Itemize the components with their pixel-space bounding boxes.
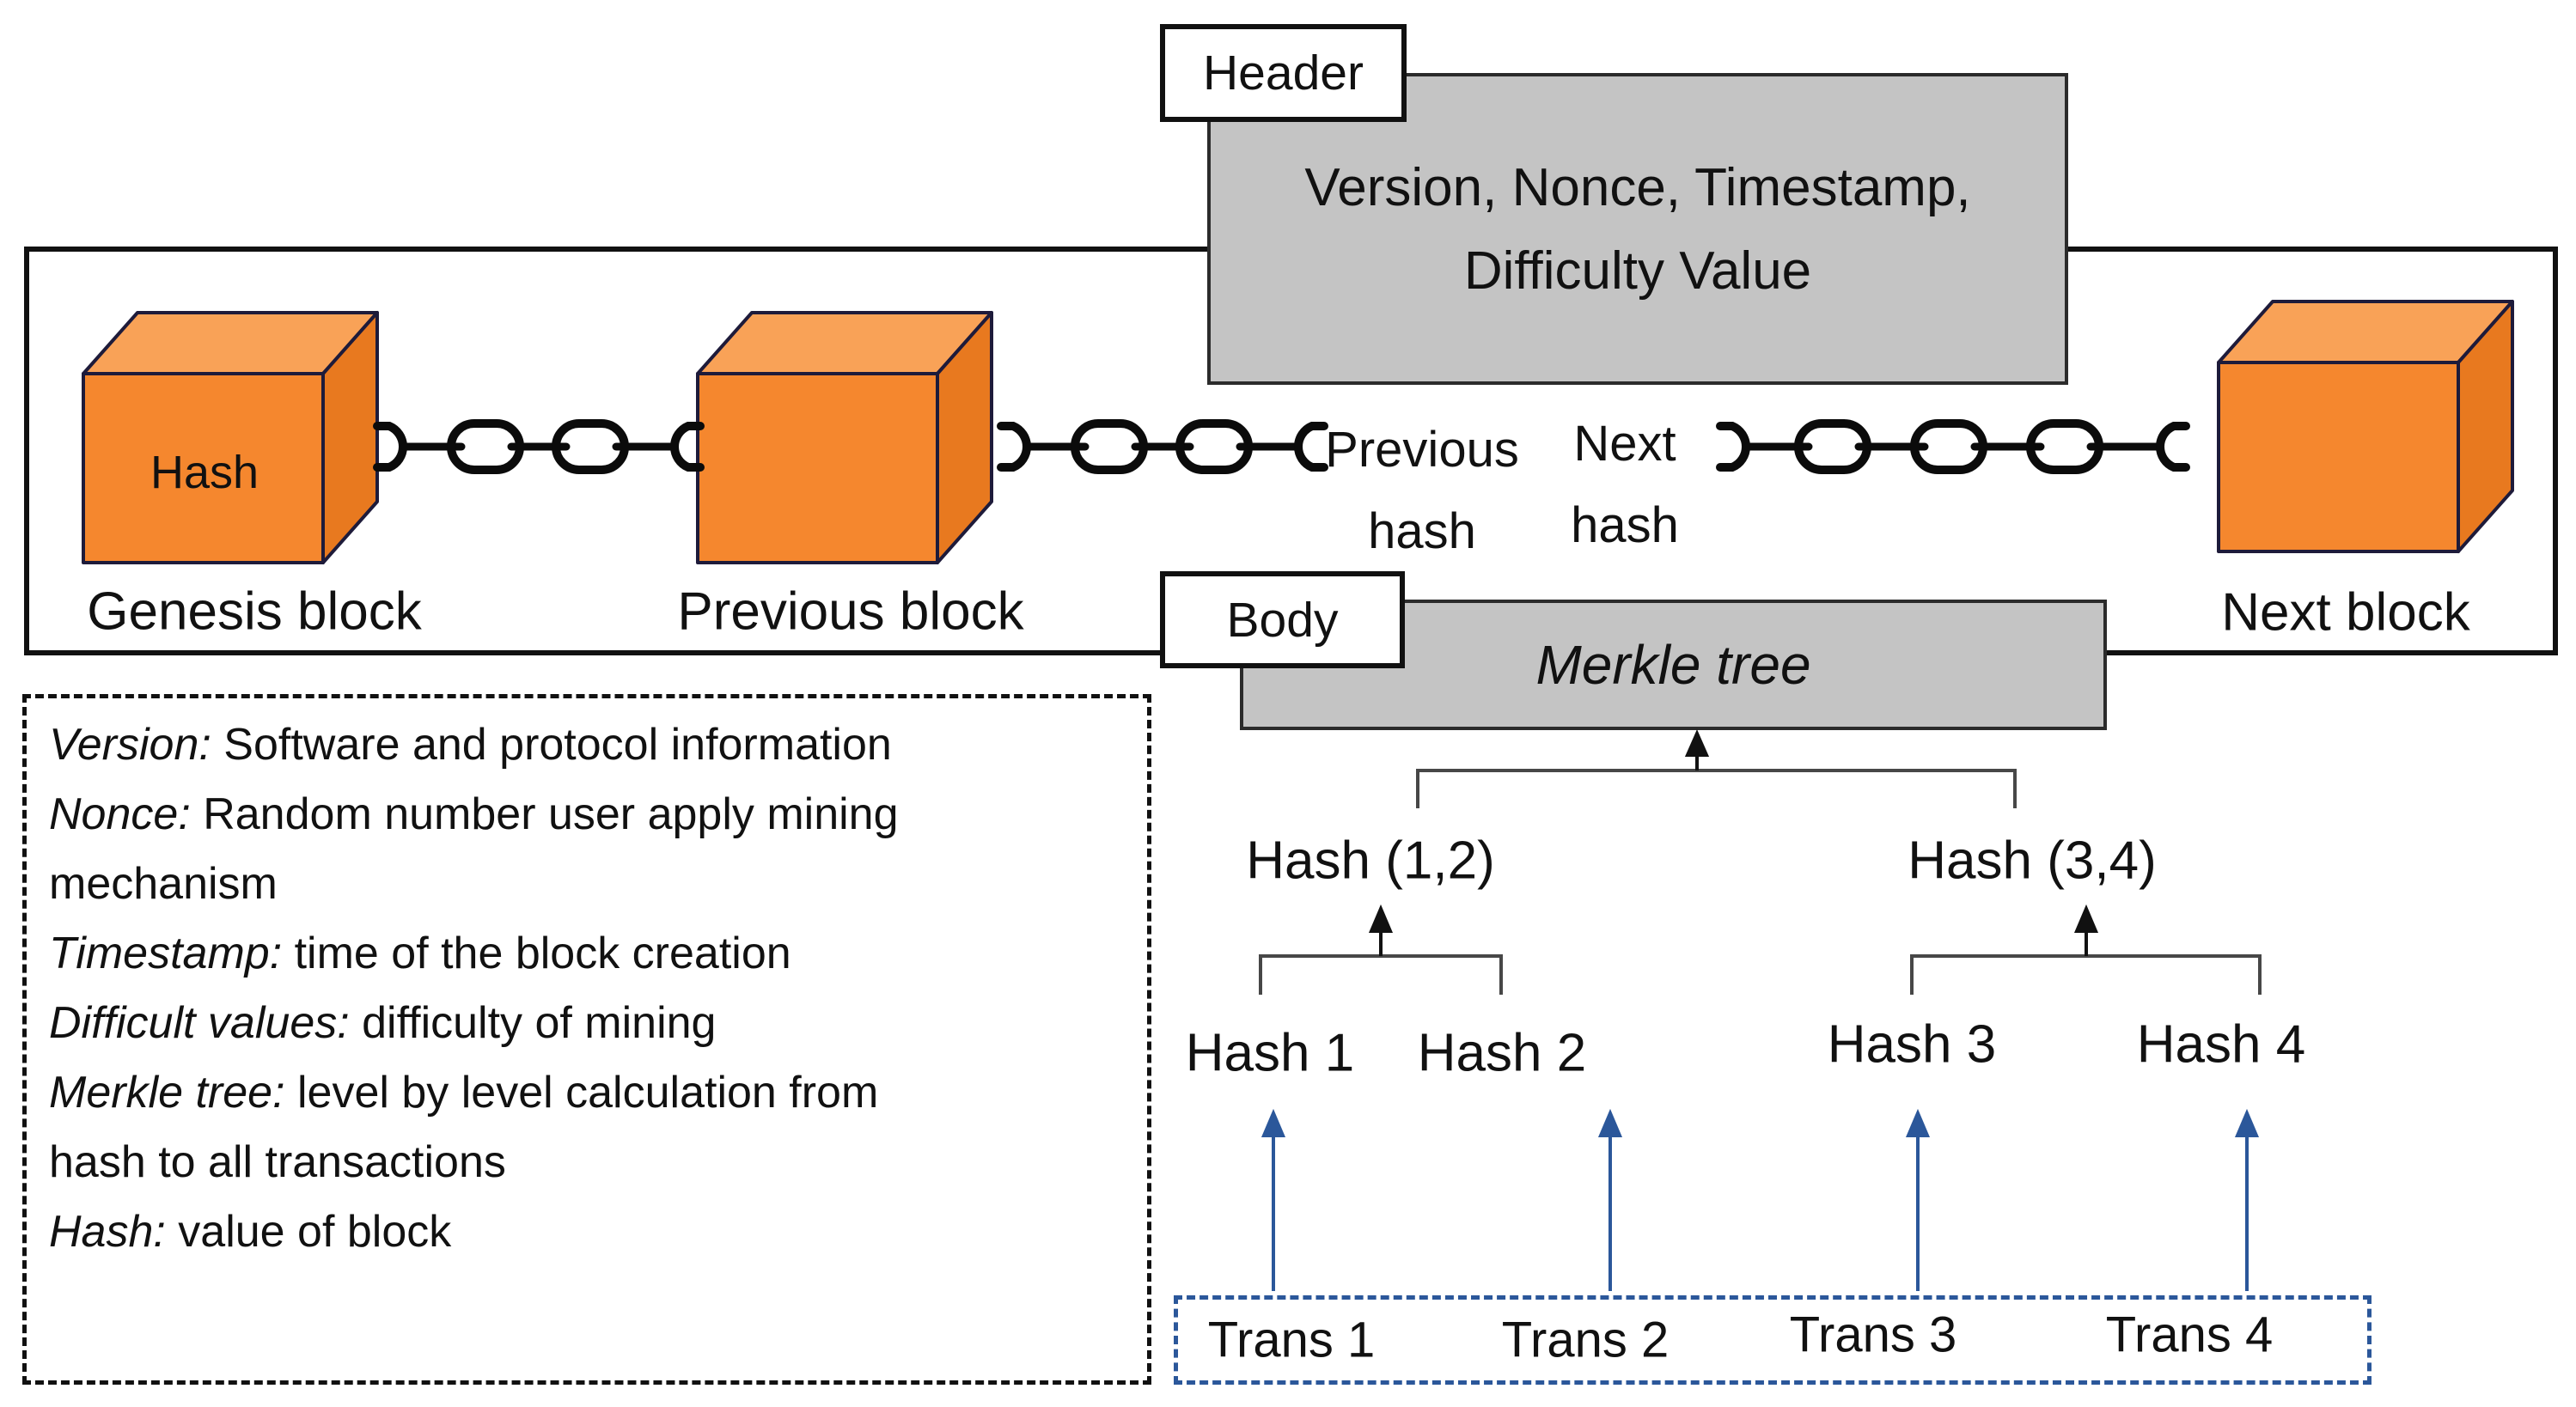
header-content-line1: Version, Nonce, Timestamp,: [1304, 157, 1971, 217]
legend-line-nonce-cont: mechanism: [49, 859, 278, 909]
legend-line-nonce: Nonce: Random number user apply mining: [49, 789, 899, 839]
header-tag-label: Header: [1203, 46, 1364, 100]
legend-box: Version: Software and protocol informati…: [22, 694, 1151, 1385]
arrow-trans2-head-icon: [1597, 1108, 1623, 1137]
transactions-box: [1174, 1295, 2372, 1385]
bracket-level1: [1416, 769, 2017, 808]
arrow-trans1-head-icon: [1261, 1108, 1286, 1137]
previous-block-label: Previous block: [677, 582, 1024, 642]
legend-line-timestamp: Timestamp: time of the block creation: [49, 929, 791, 978]
header-tag-box: Header: [1160, 24, 1407, 122]
merkle-hash4-label: Hash 4: [2136, 1014, 2306, 1075]
header-content-line2: Difficulty Value: [1463, 241, 1812, 301]
arrow-to-hash34-head-icon: [2073, 904, 2099, 933]
genesis-cube-hash-label: Hash: [150, 447, 259, 498]
trans4-label: Trans 4: [2105, 1306, 2274, 1363]
next-block-label: Next block: [2221, 582, 2470, 643]
arrow-trans3-head-icon: [1905, 1108, 1931, 1137]
trans1-label: Trans 1: [1207, 1312, 1376, 1368]
bracket-level2-right: [1910, 954, 2262, 995]
trans3-label: Trans 3: [1789, 1306, 1957, 1363]
arrow-to-merkle-head-icon: [1684, 729, 1710, 757]
arrow-trans4-head-icon: [2234, 1108, 2260, 1137]
header-content-box: Version, Nonce, Timestamp, Difficulty Va…: [1207, 73, 2068, 385]
merkle-hash12-label: Hash (1,2): [1246, 831, 1495, 891]
merkle-hash2-label: Hash 2: [1417, 1023, 1587, 1083]
legend-line-hash: Hash: value of block: [49, 1207, 452, 1257]
body-tag-box: Body: [1160, 571, 1405, 668]
legend-line-merkle-cont: hash to all transactions: [49, 1137, 506, 1187]
legend-line-merkle-tree: Merkle tree: level by level calculation …: [49, 1068, 879, 1118]
merkle-hash34-label: Hash (3,4): [1908, 831, 2157, 891]
trans2-label: Trans 2: [1501, 1312, 1670, 1368]
bracket-level2-left: [1259, 954, 1503, 995]
merkle-hash1-label: Hash 1: [1185, 1023, 1355, 1083]
body-tag-label: Body: [1226, 592, 1339, 648]
arrow-to-hash12-head-icon: [1368, 904, 1394, 933]
genesis-block-label: Genesis block: [87, 582, 422, 642]
merkle-hash3-label: Hash 3: [1827, 1014, 1997, 1075]
merkle-tree-title: Merkle tree: [1535, 634, 1811, 696]
next-hash-label: Next hash: [1571, 416, 1679, 553]
legend-line-difficult-values: Difficult values: difficulty of mining: [49, 998, 717, 1048]
previous-hash-label: Previous hash: [1325, 422, 1519, 559]
legend-line-version: Version: Software and protocol informati…: [49, 720, 892, 770]
